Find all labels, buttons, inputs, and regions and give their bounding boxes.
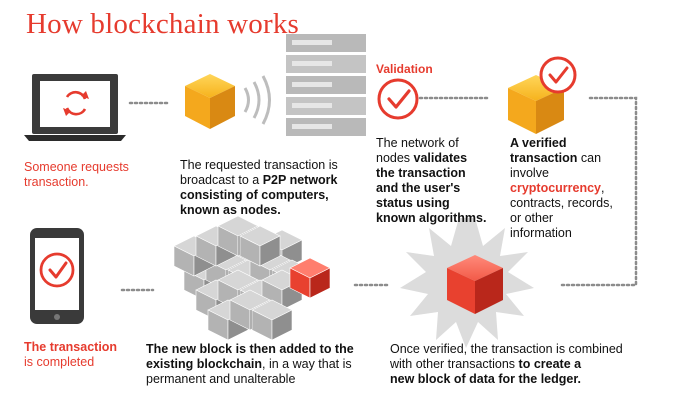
step2-line: The requested transaction is (180, 158, 338, 172)
step1-caption-line: transaction. (24, 175, 89, 189)
step3-line: the transaction (376, 166, 466, 180)
step3-line: and the user's (376, 181, 461, 195)
step4-line: transaction can (510, 151, 613, 166)
step3-text: The network of nodes validates the trans… (376, 136, 486, 226)
broadcast-cube-icon (185, 74, 271, 129)
step5-line: Once verified, the transaction is combin… (390, 342, 623, 356)
phone-check-icon (30, 228, 84, 324)
step3-line: status using (376, 196, 450, 210)
starburst-cube-icon (400, 218, 534, 348)
step1-caption: Someone requests transaction. (24, 160, 129, 190)
step7-caption-line: The transaction (24, 340, 118, 354)
step6-bold-fragment: The new block (146, 342, 233, 356)
step2-line: known as nodes. (180, 203, 281, 217)
step2-line: consisting of computers, (180, 188, 329, 202)
step7-caption: The transaction is completed (24, 340, 117, 370)
connector-lines (120, 96, 638, 292)
step3-line: nodes validates (376, 151, 486, 166)
step4-highlight: cryptocurrency (510, 181, 602, 195)
step4-fragment: , (601, 181, 605, 195)
chain-block-face (259, 235, 281, 267)
step6-line: permanent and unalterable (146, 372, 296, 386)
step4-text: A verified transaction can involve crypt… (510, 136, 613, 241)
step7-caption-line: is completed (24, 355, 95, 369)
validation-label: Validation (376, 62, 433, 76)
new-block-face (309, 267, 331, 299)
step5-line: new block of data for the ledger. (390, 372, 582, 386)
step3-fragment: nodes (376, 151, 414, 165)
step5-bold-fragment: to create a (518, 357, 582, 371)
page-title: How blockchain works (26, 8, 300, 40)
chain-block-face (271, 309, 293, 341)
verified-cube-icon (508, 56, 577, 134)
step4-line: involve (510, 166, 549, 180)
server-rack-icon (286, 34, 366, 136)
step3-bold-fragment: validates (413, 151, 468, 165)
step4-line: contracts, records, (510, 196, 613, 210)
step5-text: Once verified, the transaction is combin… (390, 342, 623, 387)
step6-line: The new block is then added to the (146, 342, 354, 357)
step5-fragment: with other transactions (390, 357, 519, 371)
step4-line: cryptocurrency, (510, 181, 613, 196)
step2-line: broadcast to a P2P network (180, 173, 338, 188)
step2-text: The requested transaction is broadcast t… (180, 158, 338, 218)
step5-line: with other transactions to create a (390, 357, 623, 372)
step6-bold-fragment: existing blockchain (146, 357, 263, 371)
step4-line: information (510, 226, 572, 240)
step4-line: A verified (510, 136, 567, 150)
step4-line: or other (510, 211, 554, 225)
step4-fragment: can (577, 151, 602, 165)
check-circle-icon (377, 78, 419, 120)
step1-caption-line: Someone requests (24, 160, 129, 174)
step4-bold-fragment: transaction (510, 151, 578, 165)
laptop-sync-icon (24, 74, 126, 141)
step2-fragment: broadcast to a (180, 173, 263, 187)
step3-line: The network of (376, 136, 459, 150)
step6-fragment: , in a way that is (262, 357, 352, 371)
step6-bold-fragment: is then added to the (232, 342, 354, 356)
step3-line: known algorithms. (376, 211, 487, 225)
step6-line: existing blockchain, in a way that is (146, 357, 354, 372)
step2-bold-fragment: P2P network (262, 173, 338, 187)
step6-text: The new block is then added to the exist… (146, 342, 354, 387)
block-stack-icon (173, 215, 331, 341)
